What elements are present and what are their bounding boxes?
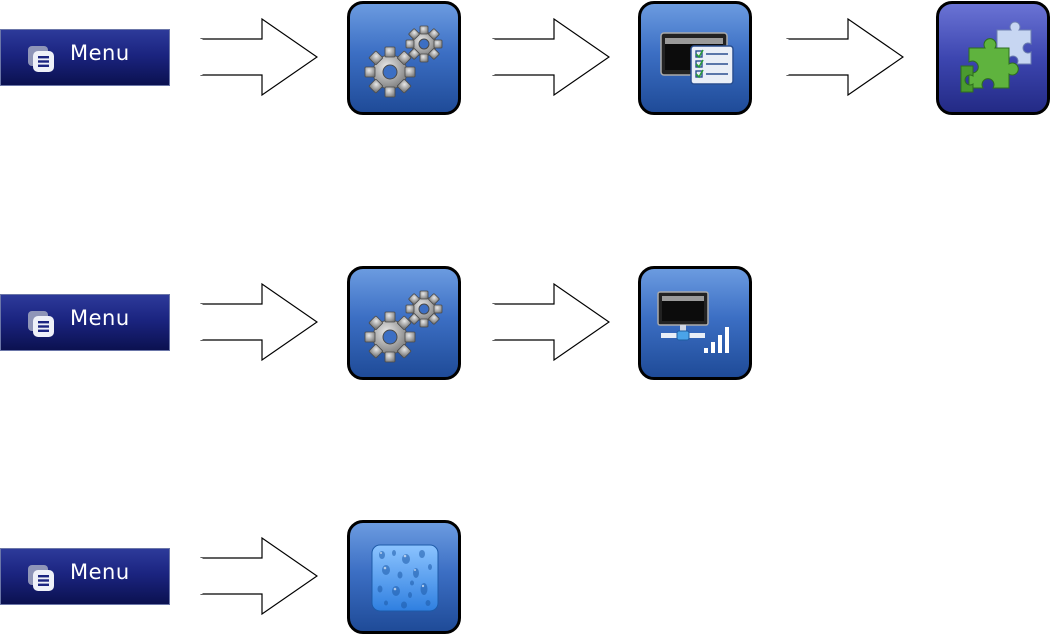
flow-row-1: Menu [0,0,1052,118]
flow-arrow [200,17,318,97]
water-droplets-tile[interactable] [347,520,461,634]
flow-row-3: Menu [0,519,1052,637]
settings-gears-tile[interactable] [347,266,461,380]
menu-button[interactable]: Menu [0,548,170,605]
settings-gears-tile[interactable] [347,1,461,115]
menu-icon [27,45,55,73]
menu-icon [27,564,55,592]
menu-icon [27,310,55,338]
flow-arrow [786,17,904,97]
menu-button[interactable]: Menu [0,294,170,351]
flow-arrow [200,282,318,362]
flow-arrow [200,536,318,616]
display-settings-tile[interactable] [638,1,752,115]
menu-label: Menu [70,560,130,584]
network-status-tile[interactable] [638,266,752,380]
flow-arrow [492,17,610,97]
flow-row-2: Menu [0,265,1052,383]
add-ons-tile[interactable] [936,1,1050,115]
gears-icon [350,269,458,377]
puzzle-pieces-icon [939,4,1047,112]
menu-label: Menu [70,306,130,330]
gears-icon [350,4,458,112]
network-signal-icon [641,269,749,377]
water-droplets-icon [350,523,458,631]
display-checklist-icon [641,4,749,112]
menu-label: Menu [70,41,130,65]
flow-arrow [492,282,610,362]
menu-button[interactable]: Menu [0,29,170,86]
